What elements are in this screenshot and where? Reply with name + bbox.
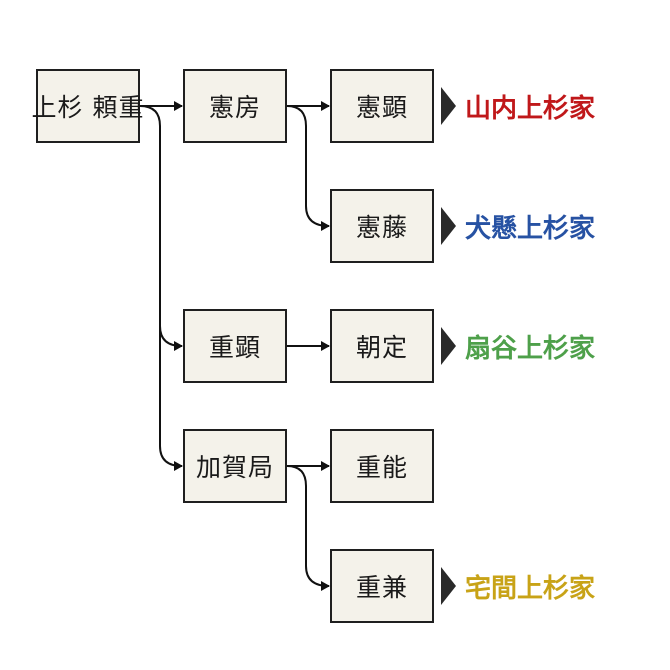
- edge-norifusa-norifuji: [286, 105, 330, 231]
- clan-label-ogigayatsu: 扇谷上杉家: [465, 333, 596, 364]
- clan-label-inukake: 犬懸上杉家: [465, 213, 596, 244]
- clan-marker-takuma: 宅間上杉家: [441, 566, 595, 606]
- node-shigeaki: 重顕: [183, 309, 287, 383]
- clan-label-takuma: 宅間上杉家: [465, 573, 596, 604]
- node-tomosada: 朝定: [330, 309, 434, 383]
- triangle-pointer-icon: [441, 567, 456, 605]
- clan-marker-yamanouchi: 山内上杉家: [441, 86, 595, 126]
- triangle-pointer-icon: [441, 87, 456, 125]
- clan-marker-inukake: 犬懸上杉家: [441, 206, 595, 246]
- node-kaganotsubone: 加賀局: [183, 429, 287, 503]
- node-norifusa: 憲房: [183, 69, 287, 143]
- node-yorishige: 上杉 頼重: [32, 69, 143, 143]
- clan-label-yamanouchi: 山内上杉家: [465, 93, 596, 124]
- clan-marker-ogigayatsu: 扇谷上杉家: [441, 326, 595, 366]
- edge-kaganotsubone-shigekane: [286, 465, 330, 591]
- node-shigeyoshi: 重能: [330, 429, 434, 503]
- edge-yorishige-kaganotsubone: [159, 326, 183, 471]
- node-norifuji: 憲藤: [330, 189, 434, 263]
- triangle-pointer-icon: [441, 327, 456, 365]
- node-noriaki: 憲顕: [330, 69, 434, 143]
- triangle-pointer-icon: [441, 207, 456, 245]
- edge-yorishige-shigeaki: [139, 105, 183, 351]
- node-shigekane: 重兼: [330, 549, 434, 623]
